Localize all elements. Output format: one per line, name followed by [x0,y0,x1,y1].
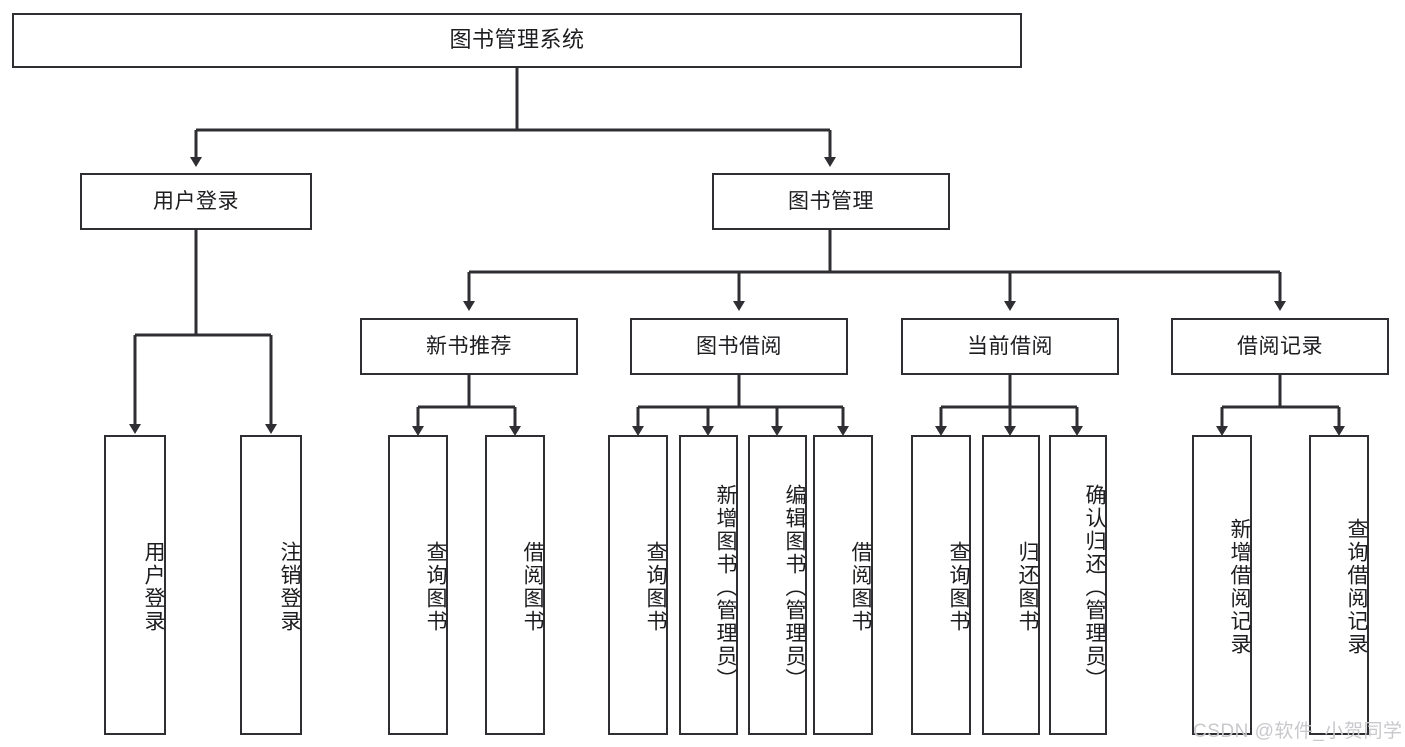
leaf-add-book[interactable]: 新增图书（管理员） [679,435,738,735]
node-book-manage-label: 图书管理 [788,189,874,213]
leaf-query-book-3-label: 查询图书 [947,541,970,633]
leaf-query-book-2-label: 查询图书 [644,541,667,633]
node-borrow-record-label: 借阅记录 [1237,334,1323,358]
csdn-watermark: CSDN @软件_小贺同学 [1193,721,1403,742]
leaf-borrow-book-1-label: 借阅图书 [521,541,544,633]
node-user-login-label: 用户登录 [153,189,239,213]
leaf-edit-book-label: 编辑图书（管理员） [783,483,806,691]
node-new-book-recommend-label: 新书推荐 [426,334,512,358]
leaf-borrow-book-1[interactable]: 借阅图书 [485,435,545,735]
leaf-logout-login[interactable]: 注销登录 [240,435,302,735]
leaf-user-login-label: 用户登录 [142,541,165,633]
leaf-confirm-return[interactable]: 确认归还（管理员） [1049,435,1107,735]
node-new-book-recommend[interactable]: 新书推荐 [360,318,578,375]
leaf-add-record-label: 新增借阅记录 [1228,518,1251,656]
leaf-edit-book[interactable]: 编辑图书（管理员） [748,435,807,735]
leaf-query-record-label: 查询借阅记录 [1345,518,1368,656]
node-current-borrow[interactable]: 当前借阅 [901,318,1119,375]
node-book-borrow[interactable]: 图书借阅 [630,318,848,375]
node-root-label: 图书管理系统 [449,27,585,53]
leaf-add-book-label: 新增图书（管理员） [714,483,737,691]
node-book-borrow-label: 图书借阅 [696,334,782,358]
node-user-login[interactable]: 用户登录 [80,173,312,230]
leaf-logout-login-label: 注销登录 [278,541,301,633]
node-current-borrow-label: 当前借阅 [967,334,1053,358]
leaf-query-book-1-label: 查询图书 [424,541,447,633]
leaf-return-book[interactable]: 归还图书 [982,435,1040,735]
leaf-borrow-book-2-label: 借阅图书 [849,541,872,633]
leaf-query-record[interactable]: 查询借阅记录 [1309,435,1369,735]
node-borrow-record[interactable]: 借阅记录 [1171,318,1389,375]
node-root[interactable]: 图书管理系统 [12,13,1022,68]
leaf-user-login[interactable]: 用户登录 [104,435,166,735]
node-book-manage[interactable]: 图书管理 [712,173,950,230]
leaf-confirm-return-label: 确认归还（管理员） [1083,483,1106,691]
leaf-query-book-1[interactable]: 查询图书 [388,435,448,735]
leaf-query-book-2[interactable]: 查询图书 [608,435,668,735]
leaf-query-book-3[interactable]: 查询图书 [911,435,971,735]
leaf-return-book-label: 归还图书 [1016,541,1039,633]
leaf-add-record[interactable]: 新增借阅记录 [1192,435,1252,735]
leaf-borrow-book-2[interactable]: 借阅图书 [813,435,873,735]
